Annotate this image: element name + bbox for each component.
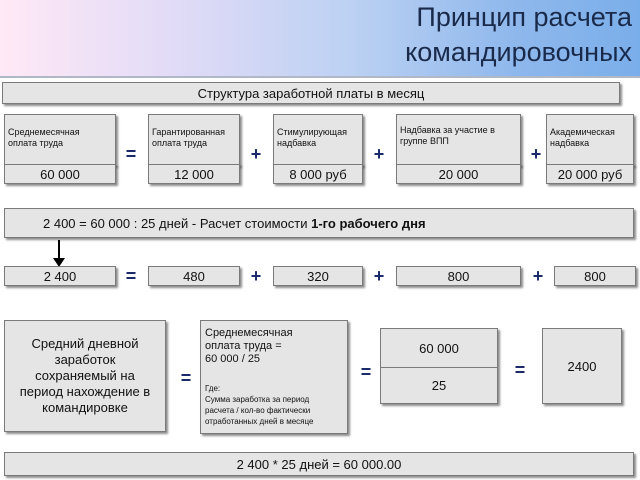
equals-sign: = xyxy=(125,144,137,164)
day-value: 800 xyxy=(396,266,521,286)
down-arrow-icon xyxy=(58,240,60,262)
component-value: 20 000 xyxy=(396,164,521,184)
component-value: 8 000 руб xyxy=(273,164,363,184)
plus-sign: + xyxy=(250,266,262,286)
avg-daily-earnings-text: Средний дневной заработок сохраняемый на… xyxy=(19,336,151,415)
component-box-academic-bonus: Академическая надбавка xyxy=(546,114,634,166)
structure-header: Структура заработной платы в месяц xyxy=(2,82,620,104)
result-box: 2400 xyxy=(542,328,622,404)
formula-box: Среднемесячная оплата труда = 60 000 / 2… xyxy=(200,320,348,434)
fraction-denominator: 25 xyxy=(431,377,447,393)
component-box-guaranteed-pay: Гарантированная оплата труда xyxy=(148,114,240,166)
component-box-incentive: Стимулирующая надбавка xyxy=(273,114,363,166)
component-label: Стимулирующая надбавка xyxy=(277,127,347,148)
component-value: 12 000 xyxy=(148,164,240,184)
day-value: 320 xyxy=(273,266,363,286)
day-value: 800 xyxy=(554,266,636,286)
component-box-vpp-bonus: Надбавка за участие в группе ВПП xyxy=(396,114,521,166)
arrow-head-icon xyxy=(53,258,65,267)
header-divider xyxy=(0,76,640,78)
plus-sign: + xyxy=(250,144,262,164)
page-title: Принцип расчета командировочных xyxy=(405,0,632,70)
plus-sign: + xyxy=(530,144,542,164)
component-label: Академическая надбавка xyxy=(550,127,615,148)
formula-text: Среднемесячная оплата труда = 60 000 / 2… xyxy=(205,327,293,365)
component-label: Гарантированная оплата труда xyxy=(152,127,226,148)
component-box-avg-pay: Среднемесячная оплата труда xyxy=(4,114,116,166)
bottom-formula-text: 2 400 * 25 дней = 60 000.00 xyxy=(236,456,402,472)
title-line-2: командировочных xyxy=(405,37,632,67)
day-value: 2 400 xyxy=(4,266,116,286)
fraction-numerator: 60 000 xyxy=(381,329,497,368)
result-value: 2400 xyxy=(567,358,597,374)
avg-daily-earnings-box: Средний дневной заработок сохраняемый на… xyxy=(4,320,166,432)
equals-sign: = xyxy=(180,368,192,388)
fraction-box: 60 000 25 xyxy=(380,328,498,404)
equals-sign: = xyxy=(514,360,526,380)
component-label: Среднемесячная оплата труда xyxy=(8,127,80,148)
title-banner: Принцип расчета командировочных xyxy=(0,0,640,76)
formula-where-text: Где: Сумма заработка за период расчета /… xyxy=(205,384,314,426)
plus-sign: + xyxy=(373,144,385,164)
equals-sign: = xyxy=(125,266,137,286)
bottom-formula-bar: 2 400 * 25 дней = 60 000.00 xyxy=(4,452,634,476)
day-cost-text: 2 400 = 60 000 : 25 дней - Расчет стоимо… xyxy=(43,216,426,231)
component-value: 20 000 руб xyxy=(546,164,634,184)
day-cost-bar: 2 400 = 60 000 : 25 дней - Расчет стоимо… xyxy=(4,208,634,238)
title-line-1: Принцип расчета xyxy=(416,2,632,32)
component-label: Надбавка за участие в группе ВПП xyxy=(400,125,495,146)
structure-header-text: Структура заработной платы в месяц xyxy=(197,85,425,101)
plus-sign: + xyxy=(373,266,385,286)
day-value: 480 xyxy=(148,266,240,286)
equals-sign: = xyxy=(360,362,372,382)
component-value: 60 000 xyxy=(4,164,116,184)
plus-sign: + xyxy=(532,266,544,286)
